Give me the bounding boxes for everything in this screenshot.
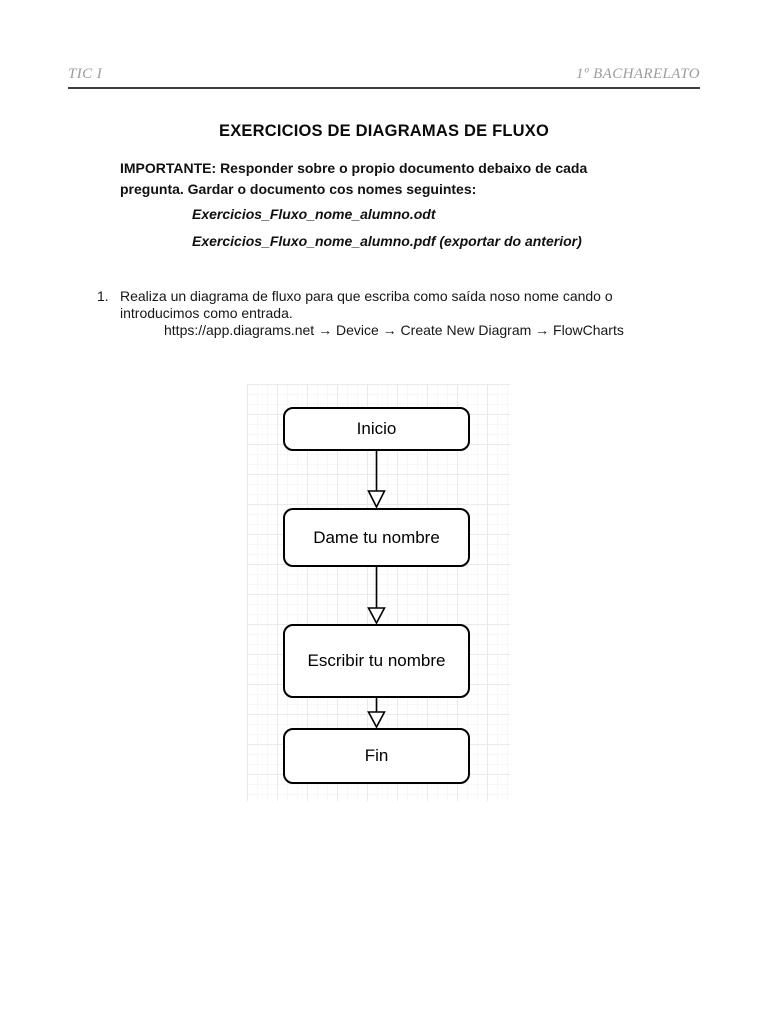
arrow-down-icon (367, 711, 386, 729)
header-course-label: TIC I (68, 66, 103, 82)
flowchart-node-inicio: Inicio (283, 407, 470, 451)
exercise-number: 1. (97, 288, 109, 304)
flowchart-node-escribir-tu-nombre: Escribir tu nombre (283, 624, 470, 698)
flow-arrow (367, 567, 386, 625)
filename-pdf: Exercicios_Fluxo_nome_alumno.pdf (export… (192, 233, 582, 249)
header-rule (68, 87, 700, 89)
exercise-statement: Realiza un diagrama de fluxo para que es… (120, 288, 676, 322)
important-notice-line: pregunta. Gardar o documento cos nomes s… (120, 181, 477, 197)
header-level-label: 1º BACHARELATO (575, 66, 700, 82)
arrow-down-icon (367, 490, 386, 509)
flow-arrow (367, 698, 386, 729)
important-notice: IMPORTANTE: Responder sobre o propio doc… (120, 158, 640, 200)
exercise-statement-line: Realiza un diagrama de fluxo para que es… (120, 288, 613, 304)
page-title: EXERCICIOS DE DIAGRAMAS DE FLUXO (218, 122, 549, 140)
arrow-down-icon (367, 607, 386, 625)
flowchart-canvas: Inicio Dame tu nombre Escribir tu nombre… (247, 384, 510, 801)
flowchart-node-dame-tu-nombre: Dame tu nombre (283, 508, 470, 567)
exercise-hint: https://app.diagrams.net → Device → Crea… (164, 322, 624, 338)
exercise-statement-line: introducimos como entrada. (120, 305, 293, 321)
flowchart-connectors (367, 451, 386, 729)
filename-odt: Exercicios_Fluxo_nome_alumno.odt (192, 206, 436, 222)
important-notice-line: IMPORTANTE: Responder sobre o propio doc… (120, 160, 588, 176)
flow-arrow (367, 451, 386, 509)
flowchart-node-fin: Fin (283, 728, 470, 784)
